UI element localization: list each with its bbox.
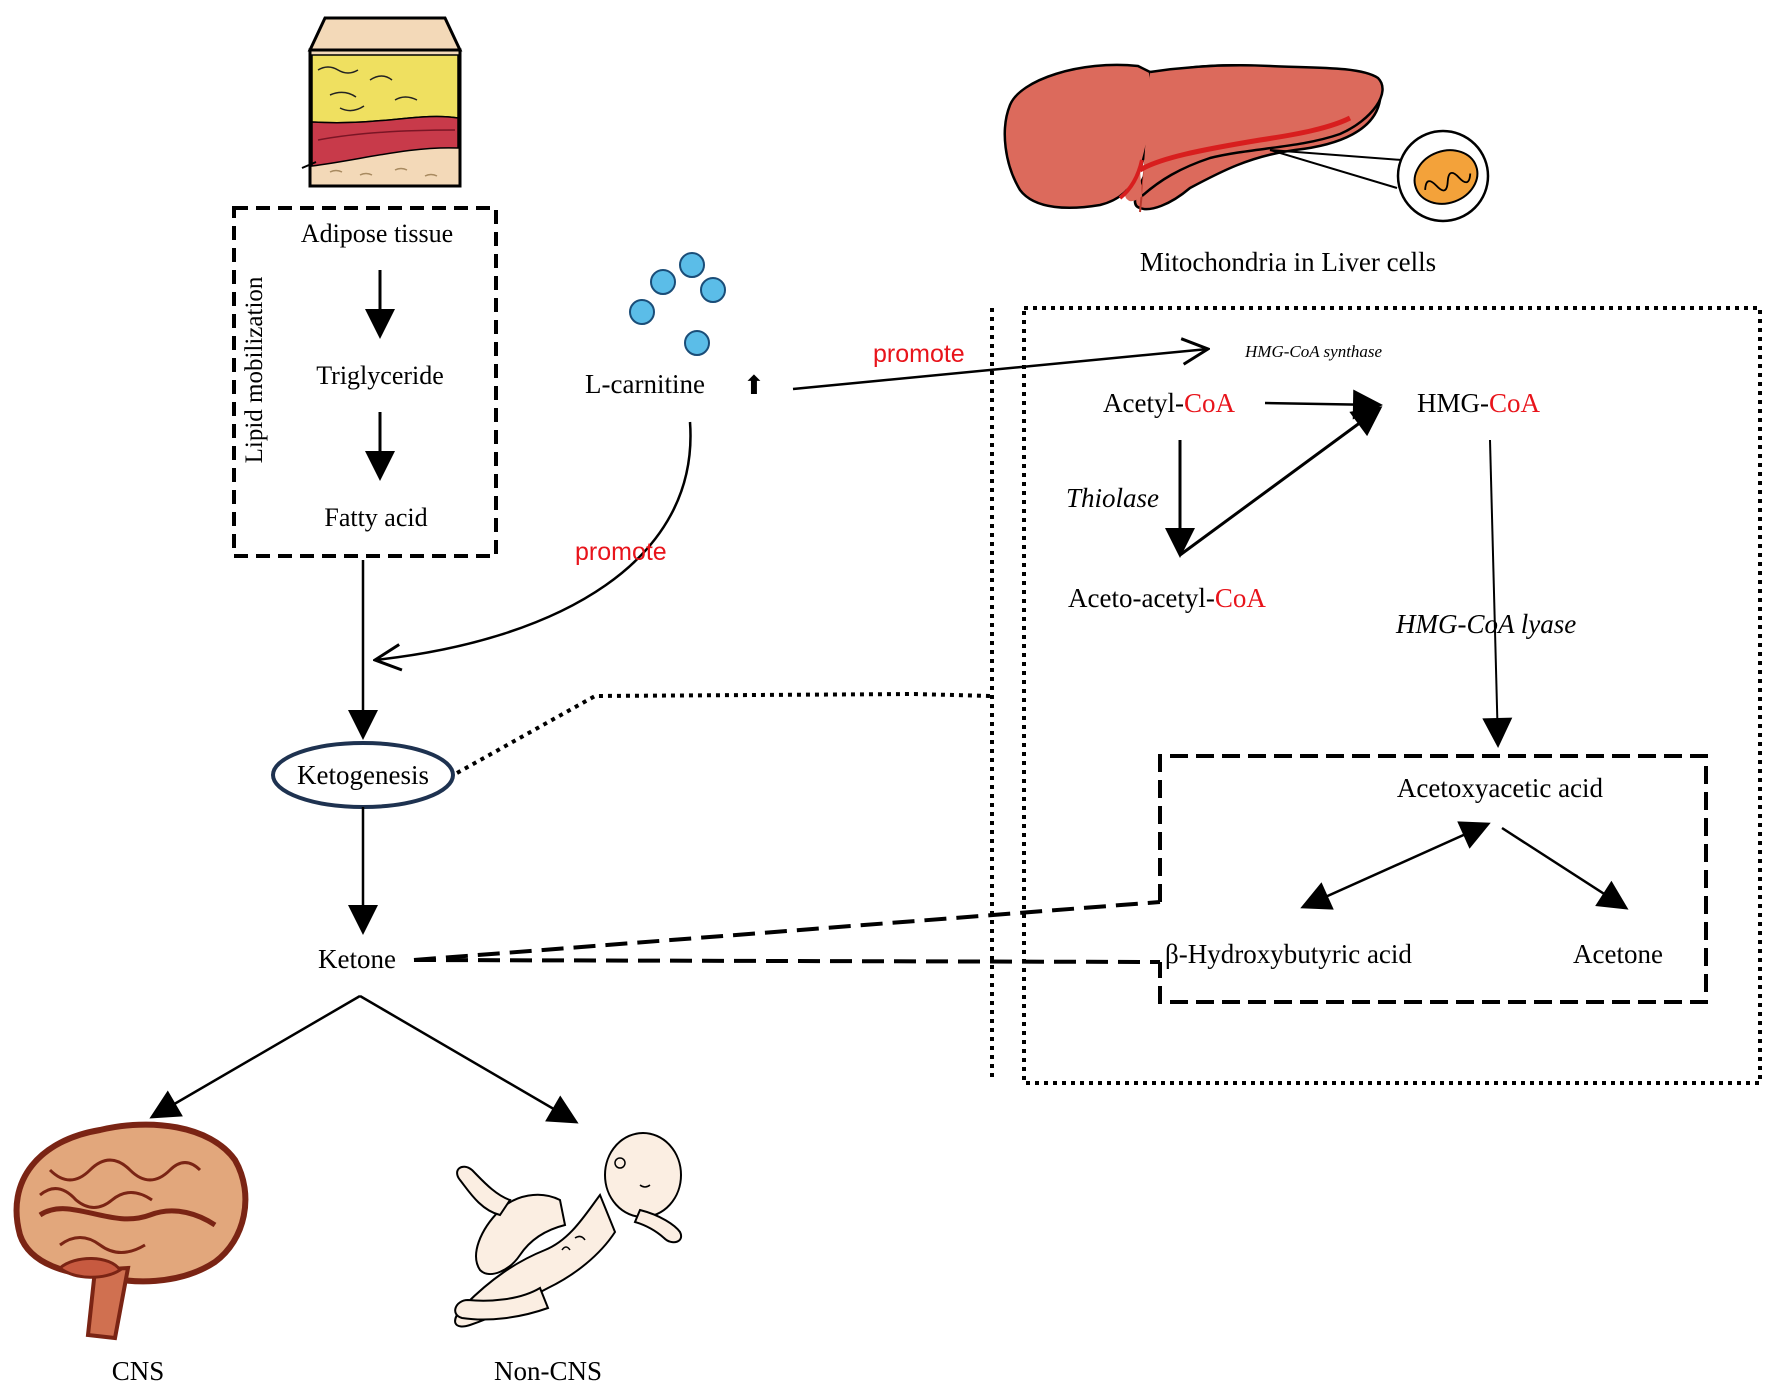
arrow-ketone-to-non-cns	[359, 994, 579, 1124]
promote-label-right: promote	[873, 340, 965, 368]
triglyceride-label: Triglyceride	[316, 361, 444, 390]
arrow-acetoacetyl-to-hmg	[1179, 406, 1383, 557]
ketone-connector-lower	[413, 958, 1161, 964]
ketone-bodies-box	[1158, 754, 1708, 1004]
ketone-connector-upper	[413, 900, 1161, 962]
adipose-tissue-label: Adipose tissue	[301, 219, 453, 248]
arrow-acetoxyacetic-to-acetone	[1501, 826, 1629, 910]
liver-callout-line-upper	[1269, 149, 1403, 161]
arrow-carnitine-to-ketogenesis	[375, 421, 692, 660]
promote-label-left: promote	[575, 538, 667, 566]
lipid-mobilization-box	[232, 206, 498, 558]
hmg-coa-label: HMG-CoA	[1417, 388, 1541, 418]
arrow-carnitine-to-hmg-synthase	[792, 349, 1208, 391]
increase-up-arrow-icon: ⬆	[743, 370, 765, 400]
lipid-mobilization-label: Lipid mobilization	[241, 276, 268, 463]
beta-hydroxybutyric-acid-label: β-Hydroxybutyric acid	[1165, 939, 1412, 969]
fatty-acid-label: Fatty acid	[324, 503, 427, 532]
ketone-label: Ketone	[318, 944, 396, 974]
non-cns-label: Non-CNS	[494, 1356, 602, 1386]
l-carnitine-molecules	[629, 252, 726, 356]
hmg-coa-lyase-label: HMG-CoA lyase	[1395, 609, 1576, 639]
brain-illustration	[13, 1121, 249, 1341]
mitochondrion-icon	[1413, 149, 1479, 205]
aceto-acetyl-coa-label: Aceto-acetyl-CoA	[1068, 583, 1266, 613]
l-carnitine-label: L-carnitine	[585, 369, 705, 399]
acetoxyacetic-acid-label: Acetoxyacetic acid	[1397, 773, 1604, 803]
arrow-hmg-to-acetoxyacetic	[1482, 439, 1513, 748]
ketogenesis-zoom-connector	[456, 691, 993, 775]
liver-caption: Mitochondria in Liver cells	[1140, 247, 1436, 277]
infant-illustration	[454, 1132, 683, 1328]
adipose-tissue-illustration	[301, 16, 463, 188]
arrow-acetoxyacetic-hydroxybutyric	[1300, 821, 1491, 910]
arrow-acetyl-to-hmg	[1264, 389, 1383, 420]
ketogenesis-label: Ketogenesis	[297, 760, 429, 790]
liver-shape	[1003, 63, 1384, 209]
cns-label: CNS	[112, 1356, 165, 1386]
hmg-coa-synthase-label: HMG-CoA synthase	[1244, 342, 1383, 361]
thiolase-label: Thiolase	[1066, 483, 1159, 513]
acetyl-coa-label: Acetyl-CoA	[1103, 388, 1235, 418]
liver-callout-line-lower	[1269, 149, 1398, 189]
acetone-label: Acetone	[1573, 939, 1663, 969]
arrow-ketone-to-cns	[149, 994, 361, 1119]
